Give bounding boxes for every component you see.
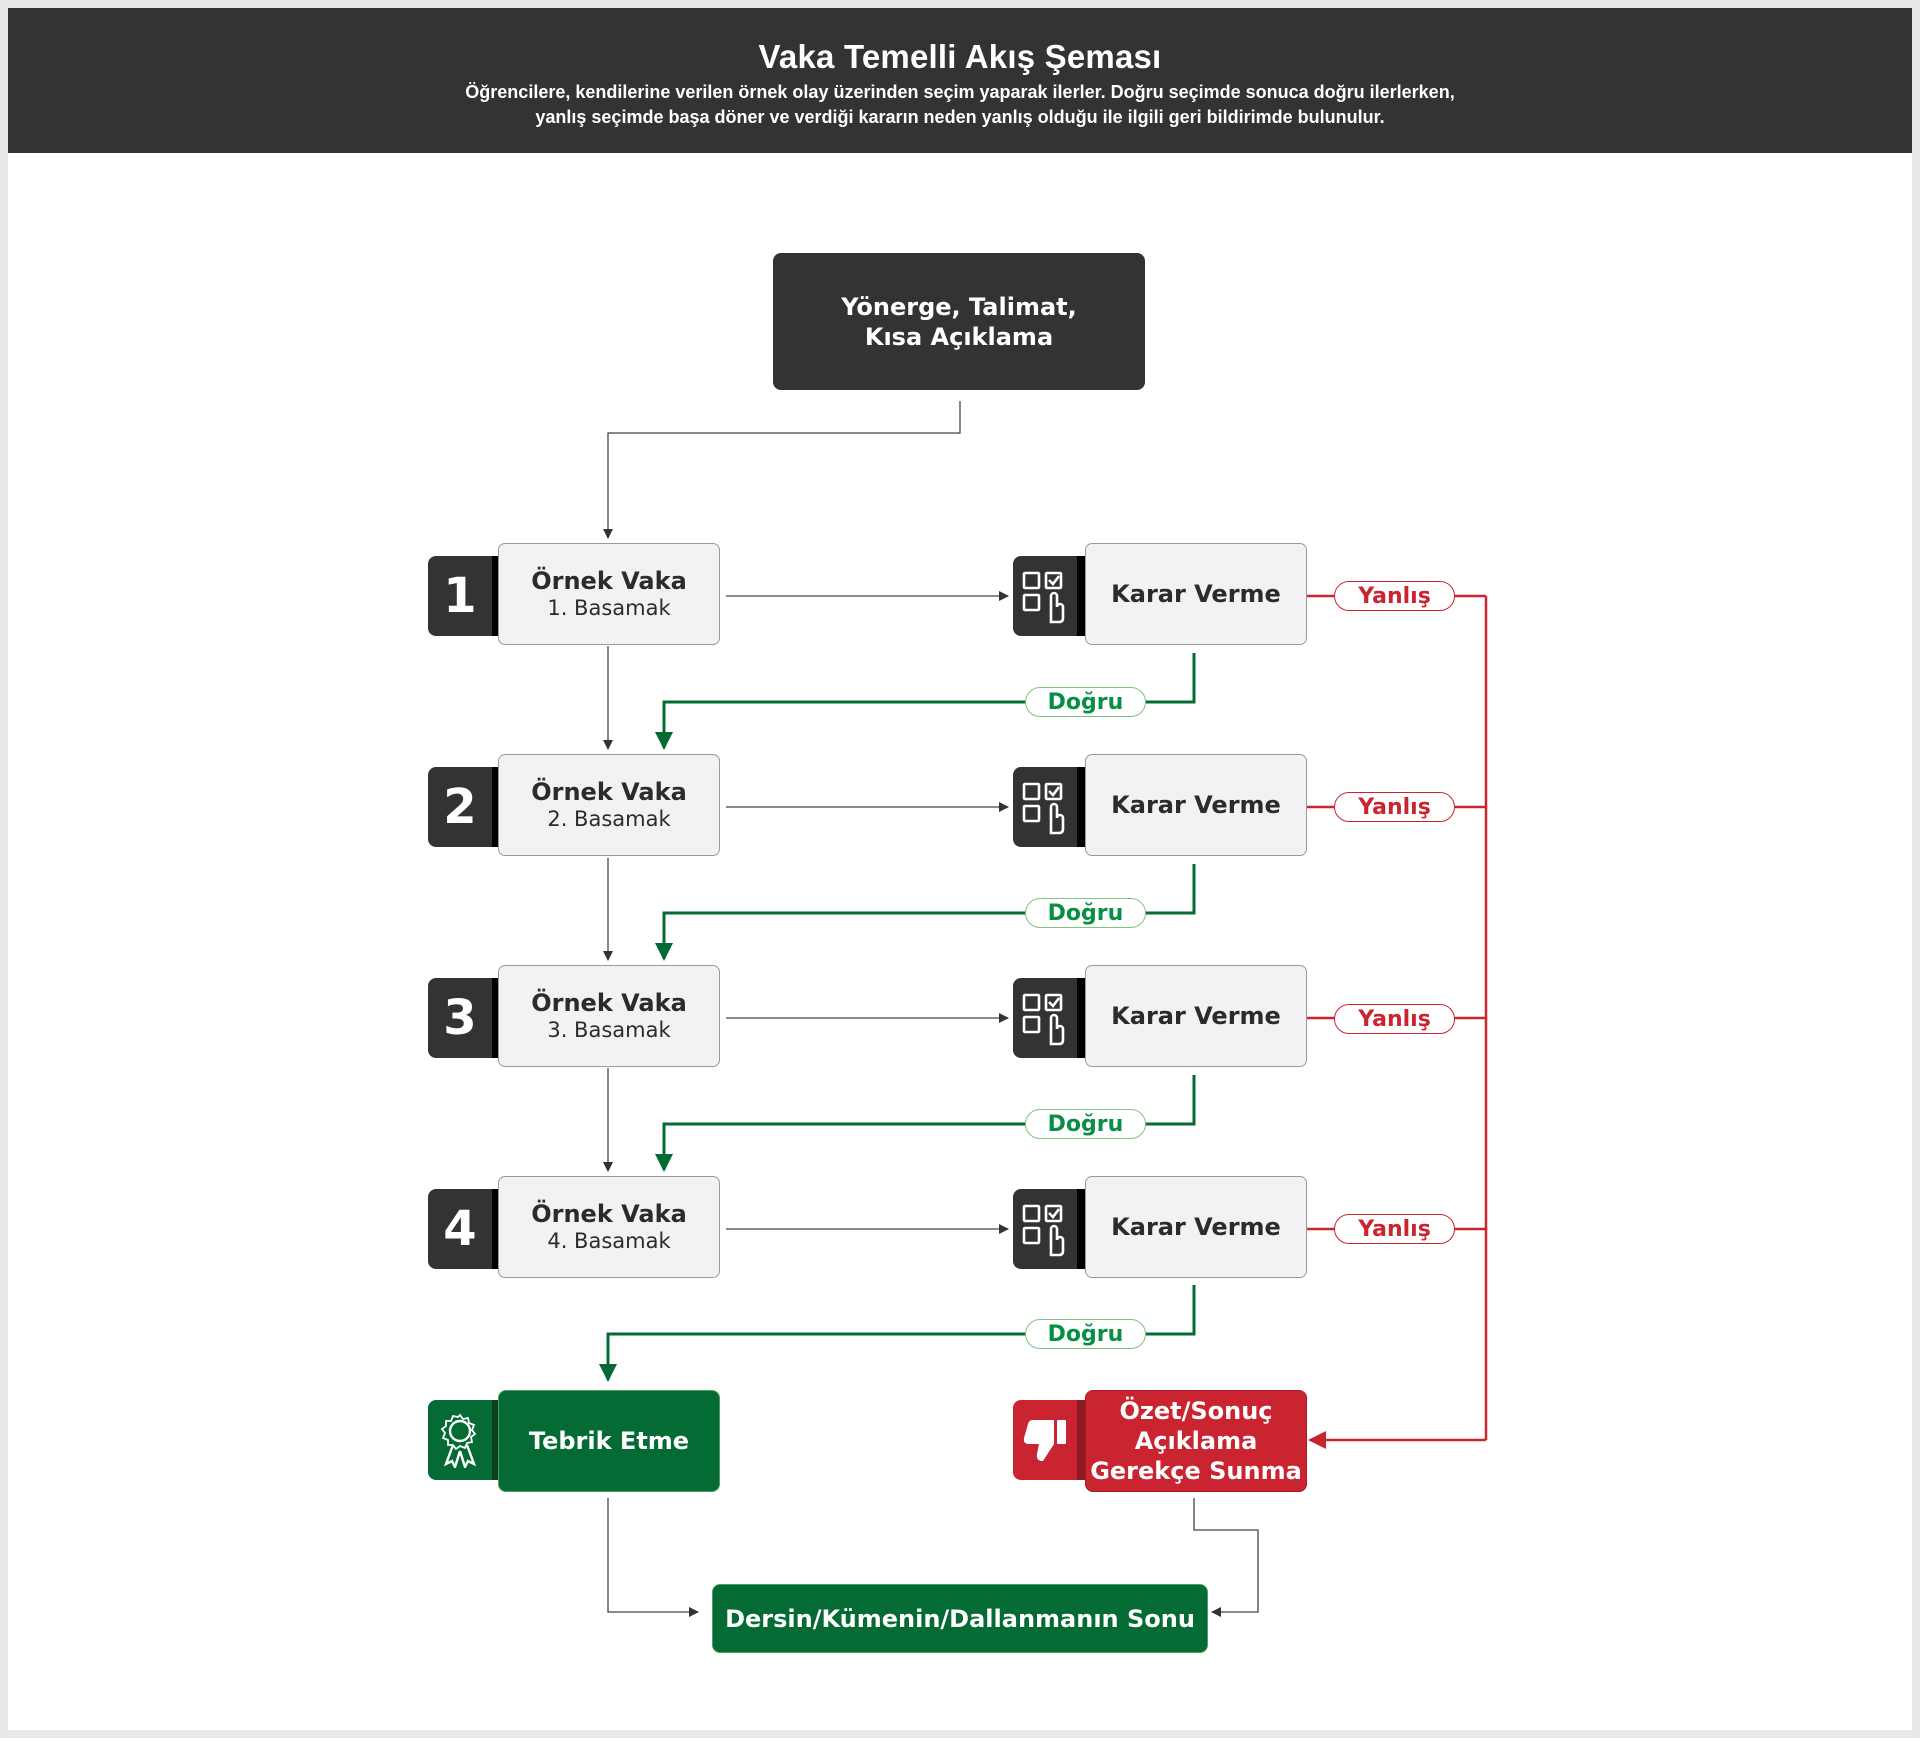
step-number-2: 2 (428, 767, 500, 847)
decision-icon-box-3 (1013, 978, 1085, 1058)
connector-feedback-to-end (1193, 1498, 1259, 1617)
decision-label-1: Karar Verme (1111, 580, 1281, 608)
checklist-hand-icon (1022, 993, 1065, 1046)
wrong-label-4: Yanlış (1334, 1214, 1455, 1244)
page: Vaka Temelli Akış Şeması Öğrencilere, ke… (8, 8, 1912, 1730)
correct-label-3: Doğru (1025, 1109, 1146, 1139)
award-ribbon-icon (440, 1413, 477, 1468)
success-icon-box (428, 1400, 500, 1480)
checklist-hand-icon (1022, 571, 1065, 624)
feedback-line-3: Gerekçe Sunma (1090, 1457, 1302, 1485)
diagram-description-line-2: yanlış seçimde başa döner ve verdiği kar… (535, 107, 1385, 127)
header-bar: Vaka Temelli Akış Şeması Öğrencilere, ke… (8, 8, 1912, 153)
diagram-description-line-1: Öğrencilere, kendilerine verilen örnek o… (465, 82, 1455, 102)
decision-box-3: Karar Verme (1085, 965, 1307, 1067)
end-label: Dersin/Kümenin/Dallanmanın Sonu (725, 1604, 1195, 1633)
correct-path-4 (599, 1285, 1196, 1382)
case-box-3: Örnek Vaka 3. Basamak (498, 965, 720, 1067)
success-label: Tebrik Etme (528, 1427, 690, 1455)
step-number-4: 4 (428, 1189, 500, 1269)
case-box-1: Örnek Vaka 1. Basamak (498, 543, 720, 645)
case-step-4: 4. Basamak (547, 1228, 671, 1253)
instruction-line-1: Yönerge, Talimat, (841, 292, 1077, 321)
case-title-1: Örnek Vaka (531, 566, 687, 595)
instruction-box: Yönerge, Talimat, Kısa Açıklama (773, 253, 1145, 390)
correct-label-2: Doğru (1025, 898, 1146, 928)
wrong-label-3: Yanlış (1334, 1004, 1455, 1034)
decision-label-2: Karar Verme (1111, 791, 1281, 819)
decision-icon-box-4 (1013, 1189, 1085, 1269)
decision-label-4: Karar Verme (1111, 1213, 1281, 1241)
correct-path-1 (655, 653, 1196, 750)
case-step-3: 3. Basamak (547, 1017, 671, 1042)
checklist-hand-icon (1022, 782, 1065, 835)
step-number-1: 1 (428, 556, 500, 636)
connector-start-to-step-1 (603, 401, 961, 539)
instruction-line-2: Kısa Açıklama (864, 322, 1054, 351)
case-step-1: 1. Basamak (547, 595, 671, 620)
case-title-3: Örnek Vaka (531, 988, 687, 1017)
failure-icon-box (1013, 1400, 1085, 1480)
case-box-4: Örnek Vaka 4. Basamak (498, 1176, 720, 1278)
checklist-hand-icon (1022, 1204, 1065, 1257)
feedback-box: Özet/Sonuç Açıklama Gerekçe Sunma (1085, 1390, 1307, 1492)
case-title-4: Örnek Vaka (531, 1199, 687, 1228)
correct-path-3 (655, 1075, 1196, 1172)
wrong-label-2: Yanlış (1334, 792, 1455, 822)
case-title-2: Örnek Vaka (531, 777, 687, 806)
correct-label-1: Doğru (1025, 687, 1146, 717)
success-box: Tebrik Etme (498, 1390, 720, 1492)
end-box: Dersin/Kümenin/Dallanmanın Sonu (712, 1584, 1208, 1653)
case-step-2: 2. Basamak (547, 806, 671, 831)
decision-box-4: Karar Verme (1085, 1176, 1307, 1278)
step-number-3: 3 (428, 978, 500, 1058)
decision-box-1: Karar Verme (1085, 543, 1307, 645)
correct-path-2 (655, 864, 1196, 961)
diagram-title: Vaka Temelli Akış Şeması (758, 38, 1162, 75)
decision-label-3: Karar Verme (1111, 1002, 1281, 1030)
decision-icon-box-1 (1013, 556, 1085, 636)
decision-box-2: Karar Verme (1085, 754, 1307, 856)
wrong-label-1: Yanlış (1334, 581, 1455, 611)
connector-success-to-end (607, 1498, 699, 1617)
feedback-line-2: Açıklama (1134, 1427, 1258, 1455)
feedback-line-1: Özet/Sonuç (1119, 1397, 1273, 1425)
correct-label-4: Doğru (1025, 1319, 1146, 1349)
decision-icon-box-2 (1013, 767, 1085, 847)
thumbs-down-icon (1023, 1420, 1066, 1461)
case-box-2: Örnek Vaka 2. Basamak (498, 754, 720, 856)
